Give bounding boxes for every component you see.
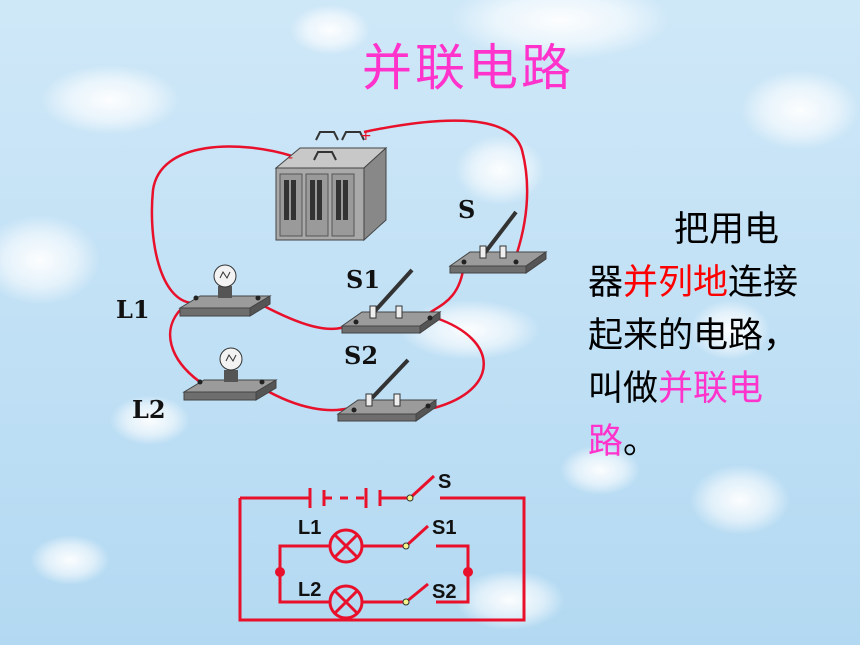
page-title: 并联电路	[362, 39, 574, 97]
schematic-label-s: S	[438, 471, 451, 493]
label-switch-s: S	[458, 195, 475, 224]
schematic-label-s1: S1	[432, 517, 456, 539]
definition-seg4: 连	[728, 263, 764, 303]
lamp-l1-illustration	[178, 264, 272, 317]
schematic-label-l2: L2	[298, 579, 321, 601]
label-lamp-l2: L2	[132, 395, 166, 424]
definition-text: 把用电器并列地连接起来的电路，叫做并联电路。	[588, 204, 814, 469]
switch-s2-illustration	[336, 358, 438, 422]
definition-seg6: 路，叫做	[588, 316, 799, 409]
switch-s1-illustration	[340, 268, 442, 334]
battery-illustration: - +	[274, 128, 388, 242]
definition-highlight-term-start: 并	[658, 369, 694, 409]
schematic-diagram: S S1 S2 L1 L2	[238, 471, 526, 622]
definition-seg2: 器	[588, 263, 624, 303]
label-lamp-l1: L1	[116, 295, 150, 324]
label-switch-s1: S1	[346, 265, 380, 294]
definition-seg9: 。	[623, 422, 659, 462]
definition-highlight-parallel: 并列地	[623, 263, 729, 303]
schematic-label-l1: L1	[298, 517, 321, 539]
lamp-l2-illustration	[182, 347, 278, 401]
battery-negative-label: -	[288, 150, 293, 166]
switch-s-illustration	[448, 210, 548, 274]
schematic-label-s2: S2	[432, 581, 456, 603]
battery-positive-label: +	[360, 128, 372, 144]
definition-seg5: 接起来的电	[588, 263, 799, 356]
label-switch-s2: S2	[344, 341, 378, 370]
definition-highlight-term-end: 联电路	[588, 369, 764, 462]
definition-seg1: 把用电	[674, 210, 780, 250]
